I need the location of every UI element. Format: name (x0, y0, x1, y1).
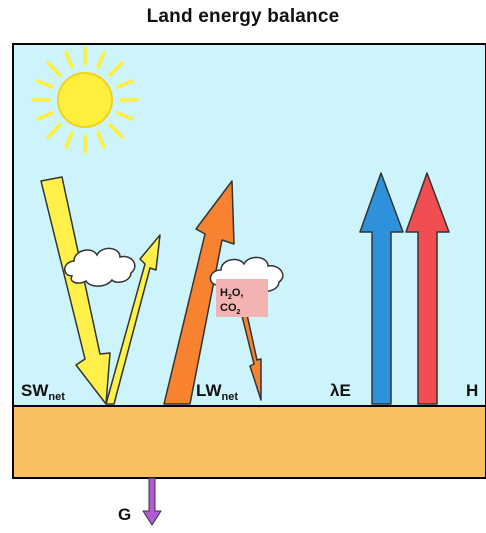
gas-label-h2o: H2O, (220, 287, 243, 301)
sw-reflected-arrow (105, 234, 161, 405)
cloud-icon (64, 247, 136, 287)
gas-label-co2: CO2 (220, 302, 241, 316)
ground-heat-arrow (142, 477, 162, 526)
sun-icon (31, 46, 139, 154)
diagram-title: Land energy balance (146, 6, 340, 27)
label-ground-heat: G (118, 505, 131, 524)
label-lw-net: LWnet (196, 381, 238, 403)
sw-incoming-arrow (40, 176, 111, 405)
sensible-heat-arrow (405, 172, 450, 405)
lw-upward-arrow (163, 180, 235, 405)
label-sw-net: SWnet (21, 381, 65, 403)
ground-panel (12, 405, 486, 479)
label-sensible-heat: H (466, 381, 478, 400)
greenhouse-gas-box (216, 279, 268, 317)
latent-heat-arrow (359, 172, 404, 405)
label-latent-heat: λE (330, 381, 351, 400)
